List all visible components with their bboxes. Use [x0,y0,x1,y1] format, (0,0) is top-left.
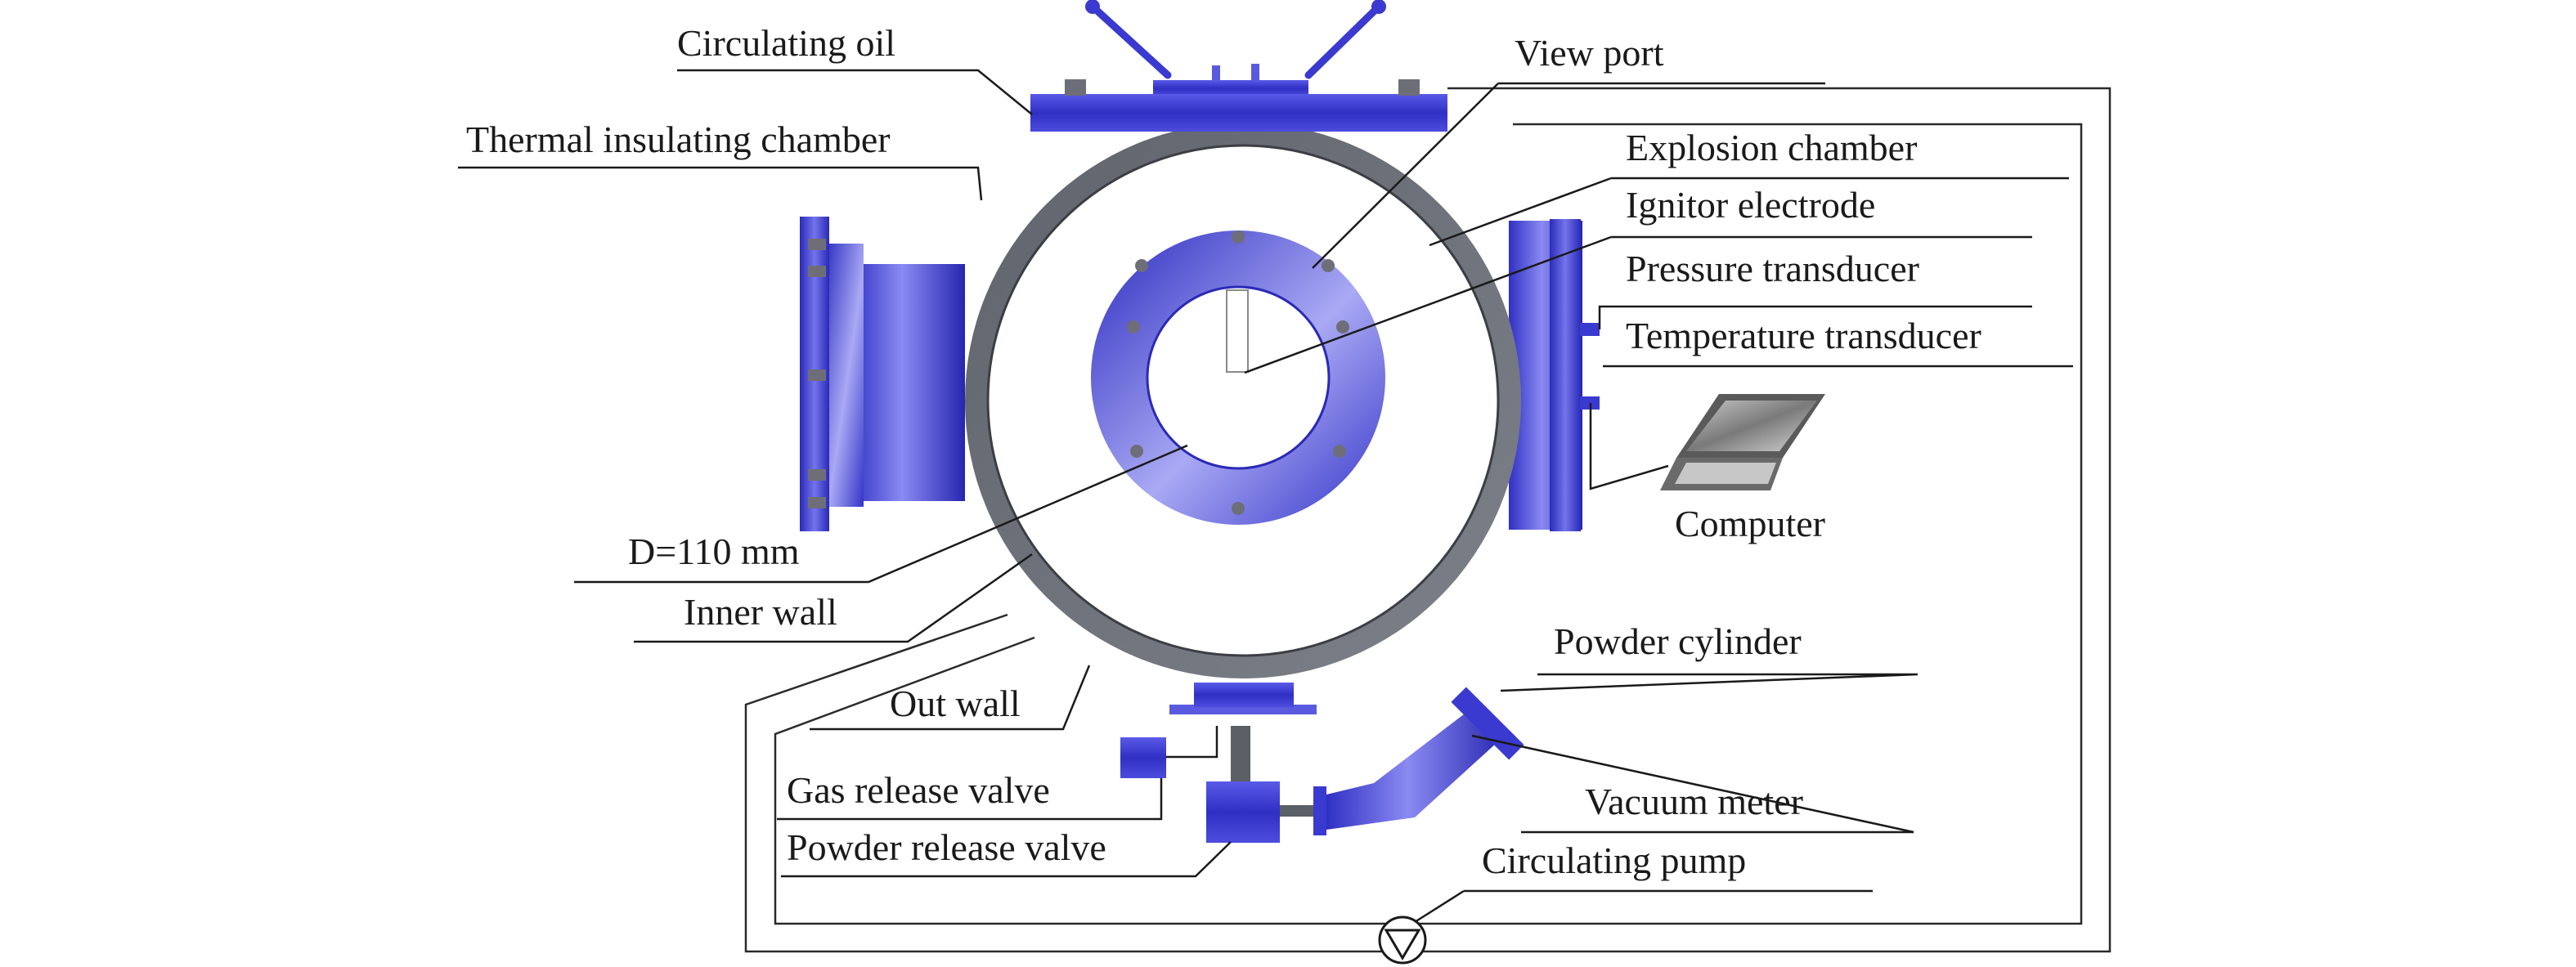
powder-release-valve-icon [1206,781,1280,843]
label-inner-wall: Inner wall [684,591,837,633]
label-gas-release-valve: Gas release valve [787,769,1050,811]
label-diameter: D=110 mm [628,531,800,572]
gas-release-valve-icon [1120,737,1166,778]
label-vacuum-meter: Vacuum meter [1585,781,1803,822]
labels: Circulating oil Thermal insulating chamb… [466,22,1981,881]
view-port [1091,231,1385,525]
laptop-icon [1660,394,1825,490]
label-out-wall: Out wall [890,683,1021,724]
label-pressure-transducer: Pressure transducer [1626,248,1919,289]
label-ignitor-electrode: Ignitor electrode [1626,184,1875,226]
label-explosion-chamber: Explosion chamber [1626,127,1917,168]
ignitor-electrode-icon [1226,289,1249,373]
label-circulating-oil: Circulating oil [677,22,895,64]
circulating-pump-icon [1378,916,1427,965]
left-side-port [800,217,965,531]
circulating-oil-loop [744,87,2112,953]
label-powder-release-valve: Powder release valve [787,826,1106,868]
label-thermal-insulating-chamber: Thermal insulating chamber [466,119,891,160]
right-side-port [1509,219,1600,531]
powder-cylinder-icon [1326,703,1506,830]
label-computer: Computer [1675,503,1825,544]
bottom-valve-assembly [1120,683,1524,843]
label-temperature-transducer: Temperature transducer [1626,315,1981,356]
label-view-port: View port [1515,32,1664,74]
label-powder-cylinder: Powder cylinder [1554,620,1802,662]
top-cover [1030,0,1447,132]
label-circulating-pump: Circulating pump [1482,839,1746,881]
leader-lines [458,69,2073,924]
